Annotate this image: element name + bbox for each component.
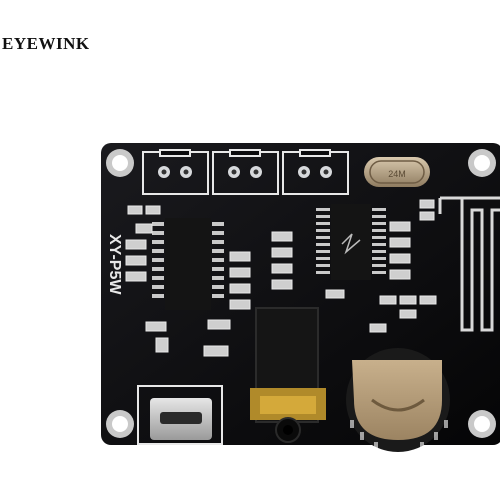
bluetooth-antenna-trace [438,196,500,332]
crystal-oscillator: 24M [364,157,430,187]
smd-components [125,199,437,357]
brand-logo: EYEWINK [2,34,90,53]
micro-usb-port [137,385,223,445]
board-model-label: XY-P5W [106,234,123,295]
volume-potentiometer [346,348,450,452]
terminal-pads [158,166,332,178]
audio-jack [250,307,326,443]
amplifier-chip-left [152,218,224,310]
bluetooth-chip-right [316,204,386,280]
crystal-label: 24M [388,169,406,179]
mounting-holes [106,149,496,438]
terminal-block-outlines [142,149,349,195]
